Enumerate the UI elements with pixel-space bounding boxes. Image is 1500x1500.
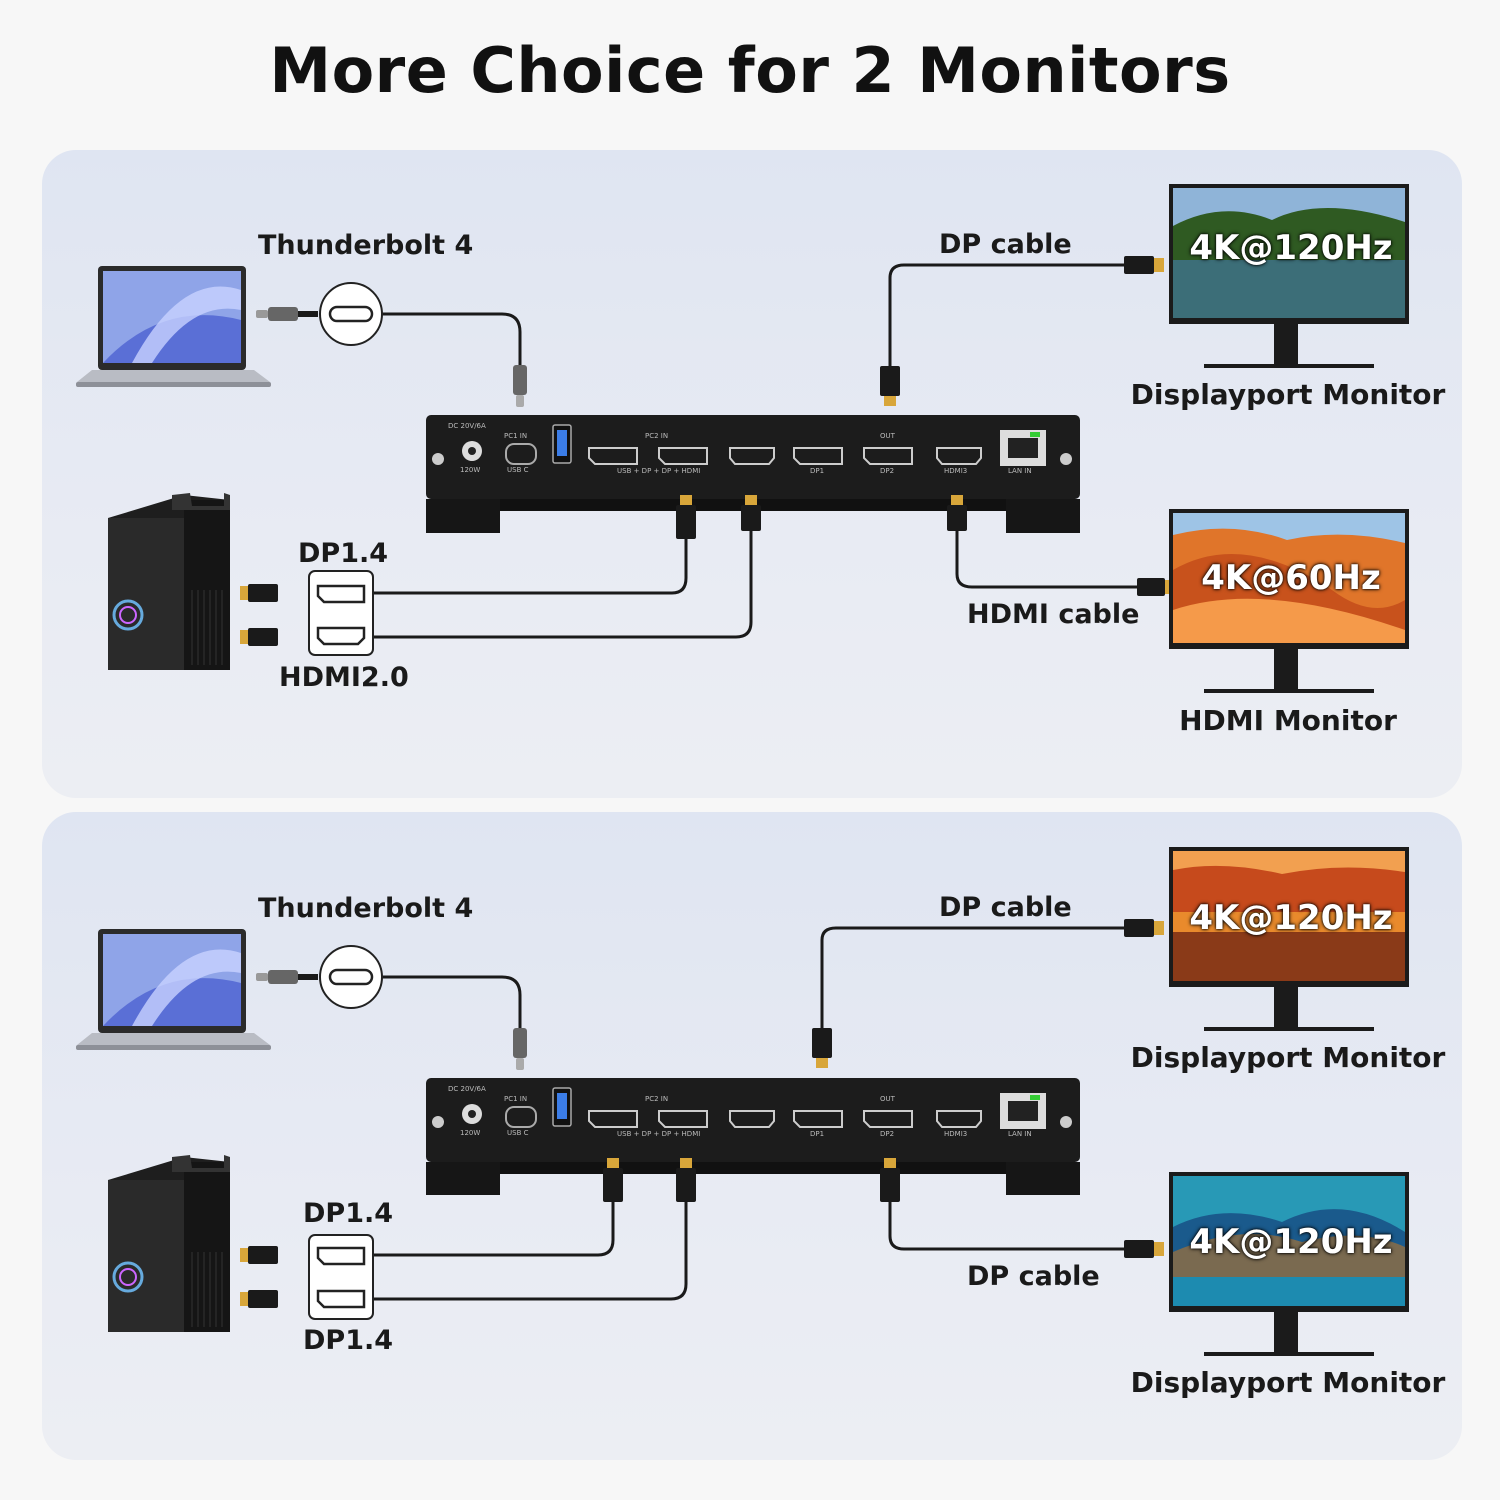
kvm-label-power: 120W — [460, 466, 480, 474]
monitor2-name: Displayport Monitor — [1130, 1366, 1446, 1399]
kvm-label-usb-c: USB C — [507, 1129, 529, 1137]
kvm-label-power: 120W — [460, 1129, 480, 1137]
panel-hdmi-dp: DC 20V/6A 120W PC1 IN USB C PC2 IN USB + DP +… — [42, 150, 1462, 798]
kvm-label-dc-in: DC 20V/6A — [448, 422, 486, 430]
monitor2-resolution: 4K@60Hz — [1201, 558, 1381, 598]
panel-top-diagram: DC 20V/6A 120W PC1 IN USB C PC2 IN USB + DP +… — [76, 184, 1409, 693]
cable1-label: DP cable — [939, 892, 1072, 923]
panel-dp-dp: DC 20V/6A 120W PC1 IN USB C PC2 IN USB + DP +… — [42, 812, 1462, 1460]
cable2-label: DP cable — [967, 1261, 1100, 1292]
displayport-monitor-icon — [1169, 1172, 1409, 1356]
displayport-monitor-icon — [1169, 847, 1409, 1031]
pc-tower-icon — [108, 493, 230, 670]
cable2-label: HDMI cable — [967, 599, 1140, 630]
cable1-label: DP cable — [939, 229, 1072, 260]
page-title: More Choice for 2 Monitors — [269, 34, 1231, 107]
kvm-label-lan-in: LAN IN — [1008, 467, 1032, 475]
kvm-label-dp2: DP2 — [880, 1130, 894, 1138]
monitor1-resolution: 4K@120Hz — [1189, 228, 1393, 268]
pc-port2-label: HDMI2.0 — [279, 662, 409, 693]
kvm-label-pc1-in: PC1 IN — [504, 432, 527, 440]
laptop-icon — [76, 929, 271, 1050]
kvm-label-pc2-in: PC2 IN — [645, 1095, 668, 1103]
monitor1-name: Displayport Monitor — [1130, 378, 1446, 411]
thunderbolt-label: Thunderbolt 4 — [258, 230, 474, 261]
kvm-switch-icon — [426, 1078, 1080, 1195]
thunderbolt-label: Thunderbolt 4 — [258, 893, 474, 924]
monitor2-name: HDMI Monitor — [1179, 704, 1397, 737]
kvm-label-dp1: DP1 — [810, 467, 824, 475]
monitor1-resolution: 4K@120Hz — [1189, 898, 1393, 938]
kvm-label-dp1: DP1 — [810, 1130, 824, 1138]
kvm-label-usb-c: USB C — [507, 466, 529, 474]
kvm-label-dc-in: DC 20V/6A — [448, 1085, 486, 1093]
panel-bottom-diagram: DC 20V/6A 120W PC1 IN USB C PC2 IN USB + DP +… — [76, 847, 1409, 1356]
kvm-label-pc2-in: PC2 IN — [645, 432, 668, 440]
kvm-label-pc1-in: PC1 IN — [504, 1095, 527, 1103]
pc-port1-label: DP1.4 — [298, 538, 389, 569]
kvm-label-pc2-ports: USB + DP + DP + HDMI — [617, 1130, 700, 1138]
kvm-label-out: OUT — [880, 1095, 896, 1103]
kvm-label-dp2: DP2 — [880, 467, 894, 475]
kvm-label-lan-in: LAN IN — [1008, 1130, 1032, 1138]
pc-port1-label: DP1.4 — [303, 1198, 394, 1229]
kvm-label-hdmi3: HDMI3 — [944, 467, 967, 475]
displayport-monitor-icon — [1169, 184, 1409, 368]
laptop-icon — [76, 266, 271, 387]
kvm-label-pc2-ports: USB + DP + DP + HDMI — [617, 467, 700, 475]
hdmi-monitor-icon — [1169, 509, 1409, 693]
pc-tower-icon — [108, 1155, 230, 1332]
kvm-label-out: OUT — [880, 432, 896, 440]
kvm-label-hdmi3: HDMI3 — [944, 1130, 967, 1138]
monitor1-name: Displayport Monitor — [1130, 1041, 1446, 1074]
monitor2-resolution: 4K@120Hz — [1189, 1222, 1393, 1262]
pc-port2-label: DP1.4 — [303, 1325, 394, 1356]
